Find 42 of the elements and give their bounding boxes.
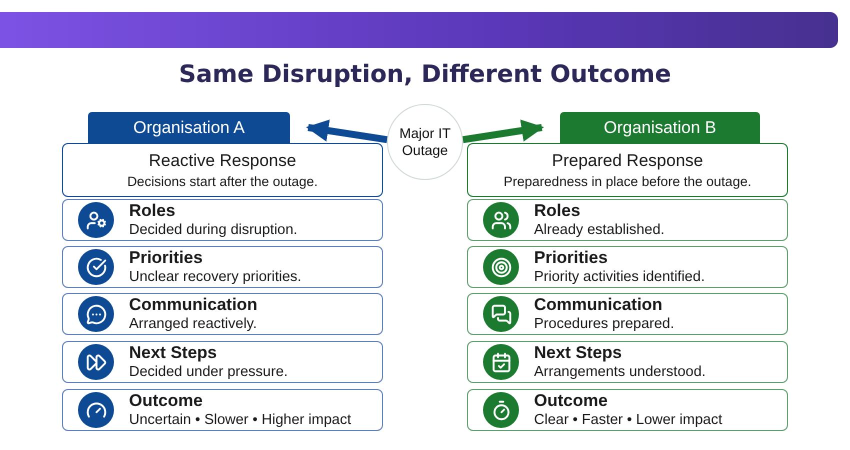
factor-card [467, 293, 788, 335]
response-box [62, 143, 383, 197]
card-text: Uncertain • Slower • Higher impact [129, 410, 352, 429]
factor-card [467, 389, 788, 431]
factor-card [62, 341, 383, 383]
card-heading: Roles [534, 201, 580, 221]
card-heading: Outcome [129, 391, 203, 411]
factor-card [467, 246, 788, 288]
card-heading: Outcome [534, 391, 608, 411]
arrow [462, 120, 544, 144]
card-heading: Next Steps [129, 343, 217, 363]
card-text: Arrangements understood. [534, 362, 706, 381]
box-text: Preparedness in place before the outage. [504, 174, 752, 189]
card-text: Clear • Faster • Lower impact [534, 410, 722, 429]
card-heading: Priorities [129, 248, 203, 268]
card-heading: Next Steps [534, 343, 622, 363]
factor-card [467, 341, 788, 383]
card-heading: Communication [129, 295, 258, 315]
box-text: Decisions start after the outage. [127, 174, 318, 189]
card-text: Arranged reactively. [129, 314, 257, 333]
card-text: Unclear recovery priorities. [129, 268, 302, 286]
factor-card [62, 293, 383, 335]
organisation-tab: Organisation B [560, 112, 760, 143]
box-heading: Reactive Response [148, 151, 296, 171]
factor-card [467, 199, 788, 241]
factor-card [62, 246, 383, 288]
organisation-tab: Organisation A [88, 112, 290, 143]
card-heading: Communication [534, 295, 662, 315]
response-box [467, 143, 788, 197]
card-text: Decided during disruption. [129, 220, 298, 239]
card-text: Procedures prepared. [534, 314, 674, 333]
card-heading: Roles [129, 201, 176, 221]
arrow [306, 120, 388, 144]
card-text: Decided under pressure. [129, 362, 288, 381]
factor-card [62, 389, 383, 431]
card-heading: Priorities [534, 248, 608, 268]
card-text: Priority activities identified. [534, 268, 705, 286]
box-heading: Prepared Response [552, 151, 704, 171]
card-text: Already established. [534, 220, 665, 239]
factor-card [62, 199, 383, 241]
event-circle: Major IT Outage [387, 104, 463, 180]
diagram-title: Same Disruption, Different Outcome [178, 60, 672, 88]
